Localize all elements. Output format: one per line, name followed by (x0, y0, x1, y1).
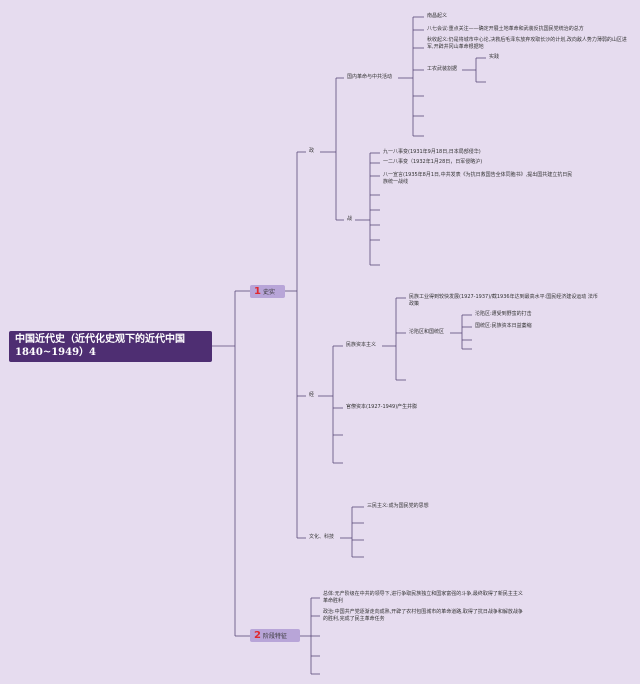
node-domestic-revolution[interactable]: 国内革命与中共活动 (347, 74, 393, 80)
root-title: 中国近代史（近代化史观下的近代中国 (15, 334, 185, 345)
node-feature-political[interactable]: 政治:中国共产党逐渐走向成熟,开辟了农村包围城市的革命道路,取得了抗日战争和解放… (323, 609, 523, 622)
root-node[interactable]: 中国近代史（近代化史观下的近代中国 1840~1949）4 (9, 331, 212, 362)
category-number: 2 (254, 630, 261, 641)
node-war[interactable]: 战 (347, 216, 353, 222)
node-national-capitalism[interactable]: 民族资本主义 (346, 342, 377, 348)
branch-political[interactable]: 政 (309, 148, 315, 154)
node-january-28-incident[interactable]: 一二八事变（1932年1月28日，日军侵略沪) (383, 159, 483, 165)
branch-economic[interactable]: 经 (309, 392, 315, 398)
node-august-first-declaration[interactable]: 八一宣言(1935年8月1日,中共发表《为抗日救国告全体同胞书》,提出国共建立抗… (383, 172, 573, 185)
node-national-industry-development[interactable]: 民族工业得到较快发展(1927-1937)/截1936年达到最高水平:国民经济建… (409, 294, 598, 307)
category-label: 史实 (262, 289, 275, 296)
branch-cultural[interactable]: 文化、科技 (309, 534, 335, 540)
node-autumn-harvest-uprising[interactable]: 秋收起义:仍是将城市中心论,决救后毛泽东放弃攻取长沙的计划,改向敌人势力薄弱的山… (427, 37, 627, 50)
node-mukden-incident[interactable]: 九一八事变(1931年9月18日,日本局部侵华) (383, 149, 481, 155)
node-nanchang-uprising[interactable]: 南昌起义 (427, 13, 448, 19)
node-feature-overall[interactable]: 总体:无产阶级在中共的领导下,进行争取民族独立和国家富强的斗争,最终取得了新民主… (323, 591, 523, 604)
node-occupied-area[interactable]: 沦陷区:遭受到野蛮的打击 (475, 311, 532, 317)
node-three-principles[interactable]: 三民主义:成为国民党的思想 (367, 503, 429, 509)
category-number: 1 (254, 286, 261, 297)
node-practice[interactable]: 实践 (489, 54, 500, 60)
node-kmt-area[interactable]: 国统区:民族资本日益萎缩 (475, 323, 532, 329)
node-august-seventh-meeting[interactable]: 八七会议:重点关注——确定开展土地革命和武装反抗国民党统治的总方 (427, 26, 584, 32)
root-subtitle: 1840~1949）4 (15, 347, 97, 358)
node-armed-separatism[interactable]: 工农武装割据 (427, 66, 458, 72)
node-occupied-and-kmt-areas[interactable]: 沦陷区和国统区 (409, 329, 445, 335)
node-bureaucratic-capital[interactable]: 官僚资本(1927-1949)产生并膨 (346, 404, 418, 410)
category-label: 阶段特征 (262, 633, 287, 640)
